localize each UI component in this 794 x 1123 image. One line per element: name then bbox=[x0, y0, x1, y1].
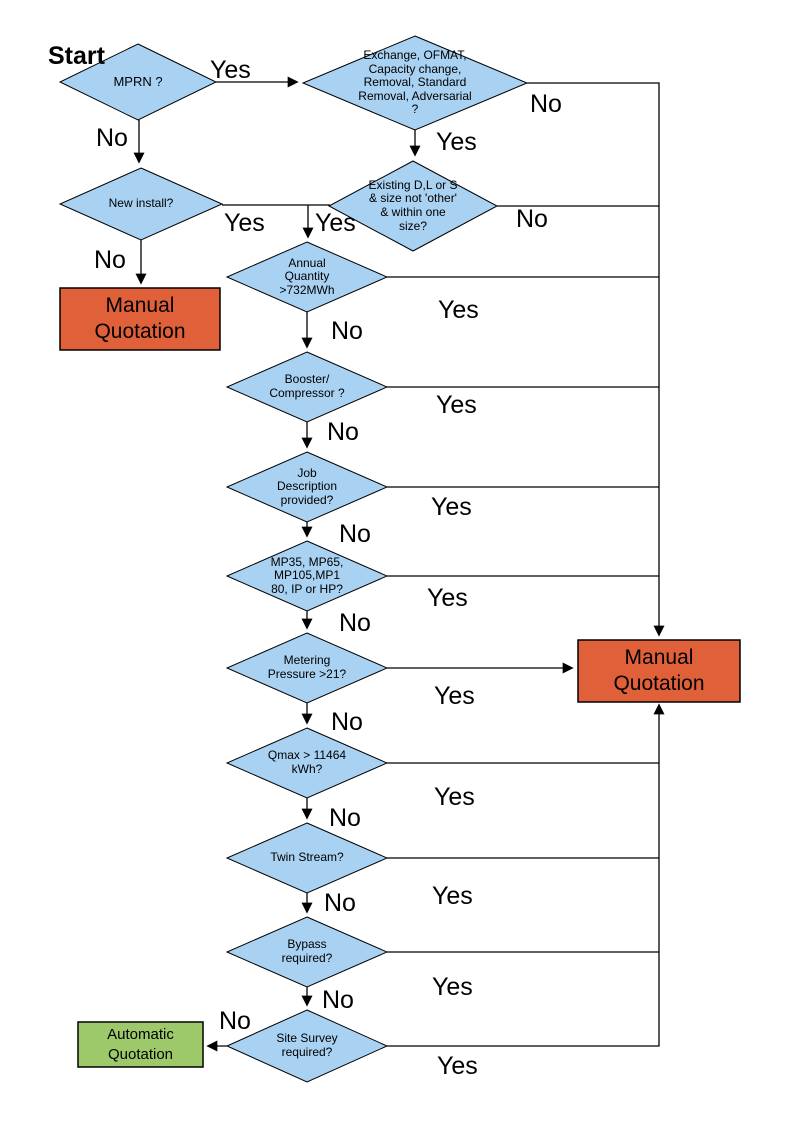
decision-bypass-shape bbox=[225, 916, 389, 988]
label-no-qmax: No bbox=[329, 804, 361, 832]
outcome-manual-right-shape bbox=[577, 639, 741, 703]
label-yes-mprn: Yes bbox=[210, 56, 251, 84]
label-no-job: No bbox=[339, 520, 371, 548]
decision-existing-shape bbox=[327, 160, 499, 252]
label-yes-pressuretier: Yes bbox=[427, 584, 468, 612]
edge-exchange-no-collector bbox=[527, 82, 665, 637]
decision-metering-label: Metering Pressure >21? bbox=[267, 653, 347, 681]
label-no-metering: No bbox=[331, 708, 363, 736]
outcome-manual-right-label: Manual Quotation bbox=[613, 645, 705, 695]
label-yes-qmax: Yes bbox=[434, 783, 475, 811]
decision-existing-label: Existing D,L or S & size not 'other' & w… bbox=[368, 177, 458, 233]
decision-twin-shape bbox=[225, 822, 389, 894]
decision-newinstall-shape bbox=[58, 167, 224, 241]
decision-exchange-shape bbox=[301, 35, 529, 131]
decision-pressuretier-label: MP35, MP65, MP105,MP1 80, IP or HP? bbox=[270, 554, 344, 596]
label-yes-bypass: Yes bbox=[432, 973, 473, 1001]
label-yes-existing: Yes bbox=[315, 209, 356, 237]
label-no-existing: No bbox=[516, 205, 548, 233]
decision-sitesurvey-shape bbox=[225, 1009, 389, 1083]
decision-sitesurvey-label: Site Survey required? bbox=[276, 1031, 338, 1059]
label-no-mprn: No bbox=[96, 124, 128, 152]
decision-mprn-label: MPRN ? bbox=[113, 73, 163, 89]
decision-qmax-label: Qmax > 11464 kWh? bbox=[267, 748, 347, 776]
start-label: Start bbox=[48, 42, 105, 70]
outcome-manual-left-shape bbox=[59, 287, 221, 351]
outcome-automatic-shape bbox=[77, 1021, 204, 1068]
decision-exchange-label: Exchange, OFMAT, Capacity change, Remova… bbox=[358, 48, 472, 117]
label-no-twin: No bbox=[324, 889, 356, 917]
label-yes-job: Yes bbox=[431, 493, 472, 521]
label-yes-annual: Yes bbox=[438, 296, 479, 324]
decision-mprn-shape bbox=[58, 43, 218, 121]
decision-metering-shape bbox=[225, 632, 389, 704]
edge-sitesurvey-yes-collector bbox=[387, 703, 665, 1047]
outcome-manual-left-label: Manual Quotation bbox=[94, 293, 186, 343]
label-yes-metering: Yes bbox=[434, 682, 475, 710]
label-no-pressuretier: No bbox=[339, 609, 371, 637]
label-yes-sitesurvey: Yes bbox=[437, 1052, 478, 1080]
outcome-automatic-label: Automatic Quotation bbox=[107, 1026, 174, 1063]
label-yes-twin: Yes bbox=[432, 882, 473, 910]
label-no-booster: No bbox=[327, 418, 359, 446]
label-no-sitesurvey: No bbox=[219, 1007, 251, 1035]
label-no-newinstall: No bbox=[94, 246, 126, 274]
decision-twin-label: Twin Stream? bbox=[270, 850, 344, 865]
label-no-bypass: No bbox=[322, 986, 354, 1014]
decision-newinstall-label: New install? bbox=[108, 196, 174, 211]
decision-bypass-label: Bypass required? bbox=[281, 937, 333, 965]
decision-booster-shape bbox=[225, 351, 389, 423]
decision-job-shape bbox=[225, 451, 389, 523]
decision-booster-label: Booster/ Compressor ? bbox=[269, 372, 345, 400]
decision-annual-shape bbox=[225, 241, 389, 313]
label-no-annual: No bbox=[331, 317, 363, 345]
decision-job-label: Job Description provided? bbox=[276, 465, 338, 507]
label-yes-exchange: Yes bbox=[436, 128, 477, 156]
label-no-exchange: No bbox=[530, 90, 562, 118]
decision-qmax-shape bbox=[225, 727, 389, 799]
decision-pressuretier-shape bbox=[225, 540, 389, 612]
label-yes-booster: Yes bbox=[436, 391, 477, 419]
label-yes-newinstall: Yes bbox=[224, 209, 265, 237]
decision-annual-label: Annual Quantity >732MWh bbox=[279, 255, 335, 297]
